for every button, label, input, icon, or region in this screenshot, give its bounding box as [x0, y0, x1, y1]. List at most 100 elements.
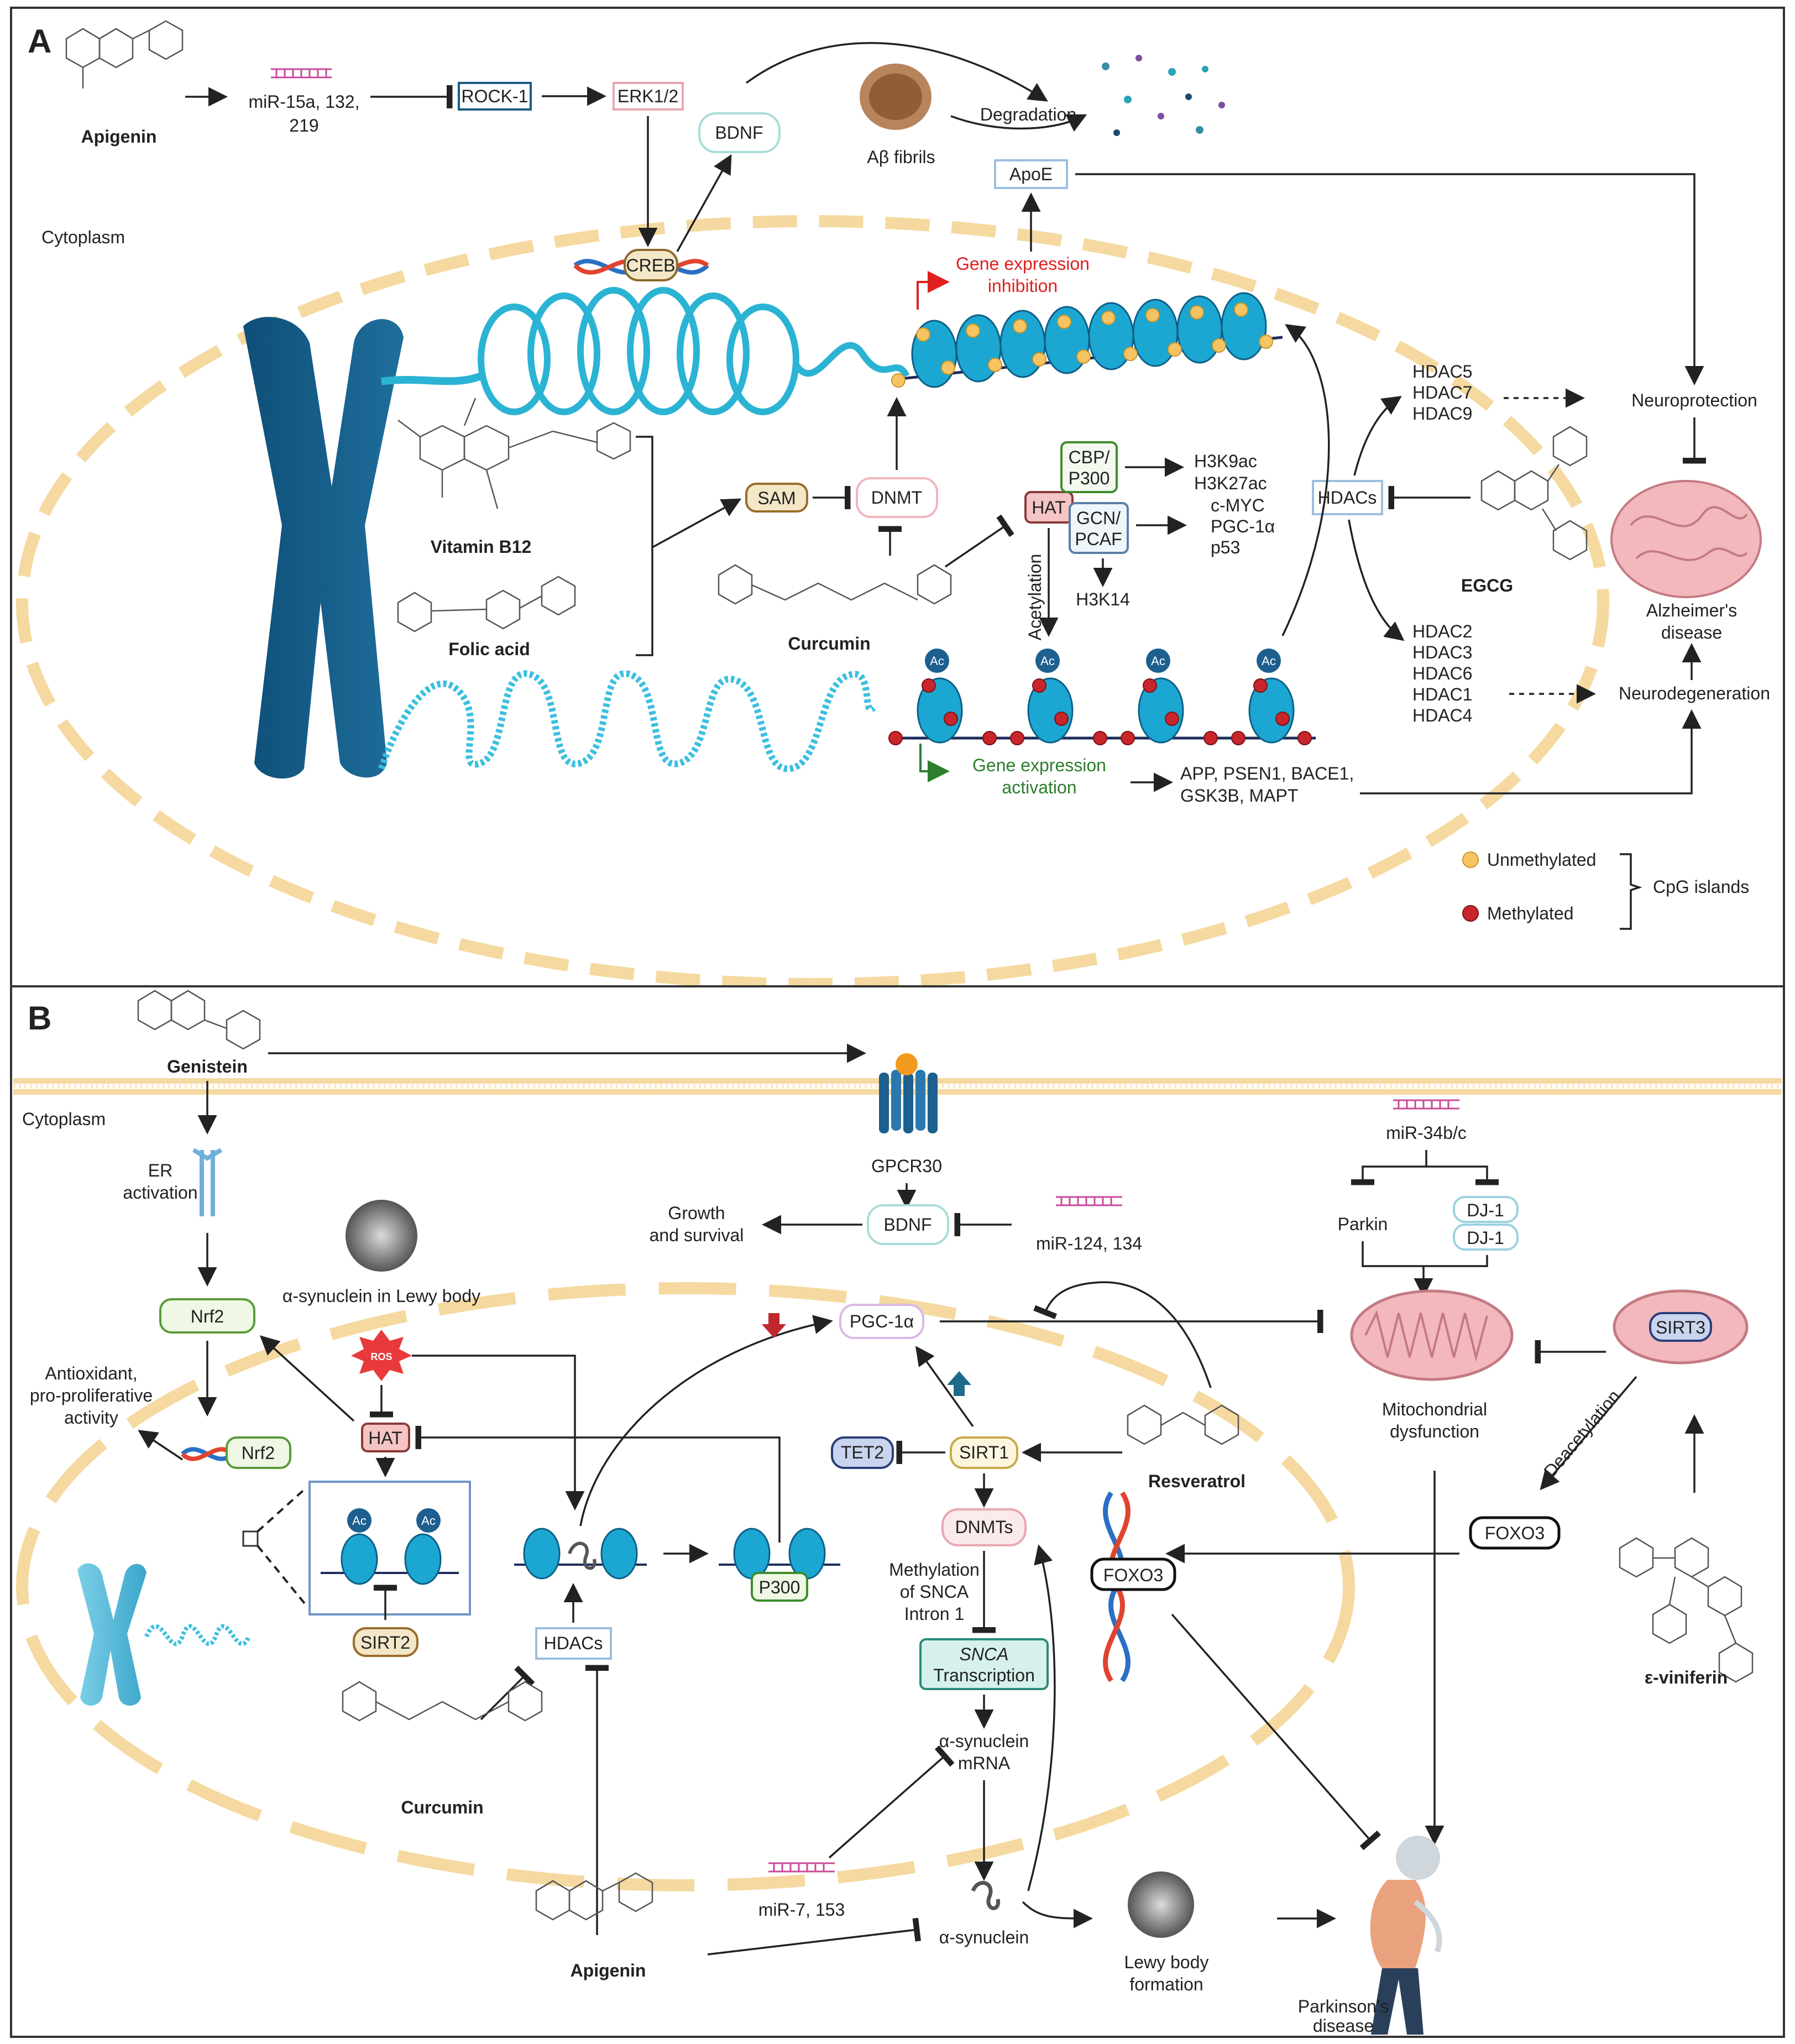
syn-mrna-line1: α-synuclein [939, 1731, 1029, 1751]
legend-unmethylated-dot [1462, 851, 1479, 868]
viniferin-label: ε-viniferin [1645, 1667, 1728, 1687]
nrf2-label-top: Nrf2 [191, 1306, 224, 1326]
pd-line1: Parkinson's [1298, 1996, 1389, 2016]
foxo3-box [1469, 1516, 1561, 1550]
apigenin-molecule-b [535, 1872, 653, 1921]
ac-a-4: Ac [1262, 654, 1276, 668]
neurodegeneration-label: Neurodegeneration [1619, 683, 1770, 703]
nuclear-envelope-b [16, 1282, 1355, 1891]
folic-acid-label: Folic acid [448, 639, 530, 659]
ac-markers-a: Ac Ac Ac Ac [925, 649, 1281, 673]
growth-line1: Growth [668, 1203, 725, 1223]
lewy-line2: formation [1129, 1974, 1203, 1994]
arrow-acetylated-to-top [1281, 324, 1330, 636]
brain-icon-a [1610, 480, 1762, 598]
legend-brace [1620, 853, 1642, 930]
h3k9-line1: H3K9ac [1194, 451, 1257, 471]
panel-a: A Apigenin miR-15a, 132, 219 ROCK-1 ERK1… [10, 7, 1785, 990]
genes-line2: GSK3B, MAPT [1180, 786, 1298, 806]
mito-line1: Mitochondrial [1382, 1399, 1487, 1419]
ac-b-1-circle [347, 1508, 371, 1533]
cbp-line1: CBP/ [1069, 447, 1110, 467]
genistein-molecule [137, 990, 261, 1050]
syn-label: α-synuclein [939, 1927, 1029, 1947]
foxo3-label: FOXO3 [1485, 1523, 1545, 1543]
legend-methylated-label: Methylated [1487, 903, 1574, 923]
legend-unmethylated-label: Unmethylated [1487, 850, 1596, 870]
inhib-mir34-parkin [1351, 1150, 1427, 1185]
arrow-degradation [950, 114, 1087, 132]
ros-label: ROS [370, 1351, 392, 1362]
foxo3-box-dna [1090, 1557, 1176, 1591]
arrow-apoe-neuroprotection [1075, 173, 1704, 385]
dj1-label-2: DJ-1 [1467, 1228, 1504, 1248]
inhib-curcumin-hat [945, 514, 1014, 568]
hat-label-b: HAT [368, 1428, 402, 1448]
sirt1-label: SIRT1 [959, 1442, 1009, 1462]
chromatin-synuclein [514, 1528, 647, 1580]
foxo3-label-dna: FOXO3 [1103, 1565, 1163, 1585]
pd-line2: disease [1313, 2016, 1374, 2036]
sam-label: SAM [757, 488, 796, 508]
dnmts-label: DNMTs [955, 1517, 1013, 1537]
sirt3-box [1649, 1312, 1712, 1342]
hat-box-b [361, 1423, 410, 1452]
ac-b-2-circle [416, 1508, 441, 1533]
arrow-ros-chromatin [412, 1355, 585, 1510]
gpcr30-label: GPCR30 [871, 1156, 942, 1176]
mir124-label: miR-124, 134 [1036, 1233, 1142, 1253]
mir-a-line1: miR-15a, 132, [249, 92, 360, 112]
panel-b-letter: B [28, 1000, 51, 1037]
synuclein-icon [971, 1881, 1001, 1910]
hdac1: HDAC1 [1412, 684, 1472, 704]
inhibition-bent-arrow [917, 271, 950, 310]
er-receptor-icon [192, 1148, 223, 1216]
hdac2: HDAC2 [1412, 621, 1472, 641]
ac-a-2: Ac [1040, 654, 1055, 668]
bdnf-box-b [867, 1204, 949, 1245]
inhib-mir34-dj1 [1426, 1165, 1499, 1185]
curcumin-label-a: Curcumin [788, 634, 870, 654]
hdacs-label-b: HDACs [544, 1633, 603, 1653]
egcg-molecule [1480, 426, 1588, 561]
egcg-label: EGCG [1461, 576, 1513, 595]
zoom-square [242, 1530, 259, 1547]
cytoplasm-label-a: Cytoplasm [41, 227, 125, 247]
curcumin-molecule-a [718, 564, 952, 605]
hdacs-box-a [1312, 480, 1383, 515]
mirna-icon-124 [1056, 1196, 1122, 1206]
cytoplasm-label-b: Cytoplasm [22, 1109, 106, 1129]
zoom-nucleosome-2 [404, 1533, 442, 1585]
snca-line2: Transcription [933, 1665, 1035, 1685]
hdac6: HDAC6 [1412, 663, 1472, 683]
parkinson-patient-icon [1370, 1836, 1442, 2035]
bdnf-label-a: BDNF [715, 123, 763, 143]
ad-line2: disease [1661, 623, 1722, 642]
abeta-fibrils-icon [860, 64, 931, 130]
nucleosome-array-top [891, 292, 1283, 388]
hat-label-a: HAT [1032, 498, 1066, 517]
mir-a-line2: 219 [289, 116, 318, 135]
gcn-line1: GCN/ [1076, 508, 1121, 528]
apigenin-label-b: Apigenin [571, 1961, 646, 1980]
bracket-b12-folic [636, 436, 653, 656]
arrow-to-sam [652, 498, 742, 548]
gene-activation-line1: Gene expression [972, 755, 1106, 775]
arrow-syn-lewy [1022, 1901, 1093, 1928]
h3k14-label: H3K14 [1076, 589, 1130, 609]
pgc-box [839, 1304, 924, 1339]
up-arrow-teal-icon [947, 1371, 971, 1396]
sirt2-box [353, 1627, 418, 1657]
er-activation-line2: activation [123, 1183, 197, 1203]
sirt3-label: SIRT3 [1656, 1318, 1705, 1337]
cbp-p300-box [1060, 441, 1118, 493]
mirna-icon-7 [768, 1862, 835, 1873]
ad-line1: Alzheimer's [1646, 600, 1737, 620]
cmyc-line2: PGC-1α [1211, 516, 1275, 536]
degradation-label: Degradation [980, 104, 1076, 124]
acetylation-label: Acetylation [1025, 554, 1045, 641]
gcn-line2: PCAF [1075, 529, 1122, 549]
nrf2-box-top [159, 1298, 255, 1334]
p300-label: P300 [759, 1577, 800, 1597]
